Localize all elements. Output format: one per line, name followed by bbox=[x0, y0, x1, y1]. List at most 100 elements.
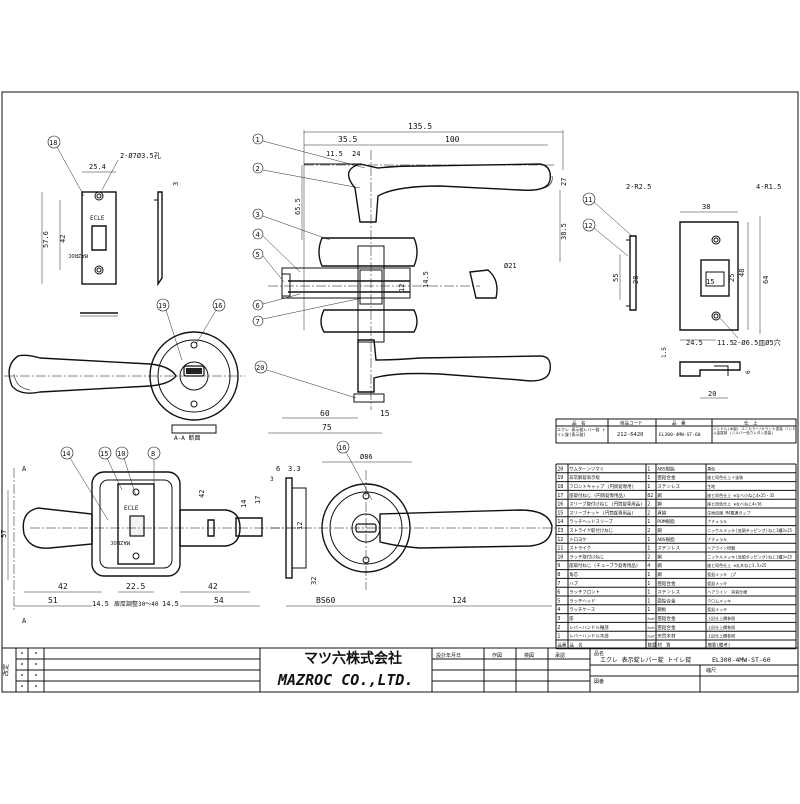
part-no: 6 bbox=[557, 590, 560, 596]
part-qty: 2set bbox=[647, 635, 655, 639]
part-name: 角芯 bbox=[569, 571, 578, 578]
part-no: 20 bbox=[557, 466, 563, 472]
ll-text-bot: MAZROC bbox=[110, 539, 130, 545]
part-mat: 鋼 bbox=[657, 562, 662, 569]
part-name: ラッチフロント bbox=[569, 590, 600, 596]
dim-ll-22-5: 22.5 bbox=[126, 582, 145, 591]
spec-code: 212-6420 bbox=[617, 432, 644, 438]
part-mat: 亜鉛合金 bbox=[657, 597, 676, 604]
part-mat: 鋼板 bbox=[657, 606, 667, 613]
title-block: 改定 マツ六株式会社 MAZROC CO.,LTD. 設計年月日 作図 検図 承… bbox=[1, 647, 798, 693]
part-no: 8 bbox=[557, 572, 560, 578]
part-mat: 鋼 bbox=[657, 527, 662, 534]
balloon-4: 4 bbox=[252, 228, 301, 273]
dim-plate-h25: 25 bbox=[728, 274, 736, 282]
part-fin: ニッケルメッキ(皿頭タッピング)ねじ1種3×25 bbox=[707, 527, 792, 533]
dim-24: 24 bbox=[352, 150, 360, 158]
part-mat: 鋼 bbox=[657, 492, 662, 499]
dim-strike-t: 3 bbox=[172, 182, 180, 186]
part-name: ラッチ取付けねじ bbox=[569, 553, 604, 560]
balloon-11: 11 bbox=[582, 192, 633, 237]
dim-plate-w245: 24.5 bbox=[686, 339, 703, 347]
svg-text:8: 8 bbox=[151, 450, 155, 458]
parts-header-qty: 数量 bbox=[648, 641, 657, 648]
part-qty: 1 bbox=[647, 581, 650, 587]
dim-75: 75 bbox=[322, 423, 332, 432]
part-fin: 黒色 bbox=[707, 465, 715, 471]
dim-overall: 135.5 bbox=[408, 122, 432, 131]
part-no: 7 bbox=[557, 581, 560, 587]
part-name: ラッチヘッド bbox=[569, 598, 595, 604]
aa-view: 19 16 A-A 断面 bbox=[4, 298, 245, 442]
part-fin: 座と同色仕上 ⊕なべ小ねじ4×25・35 bbox=[707, 492, 775, 498]
svg-text:12: 12 bbox=[584, 222, 592, 230]
part-qty: 1 bbox=[647, 519, 650, 525]
balloon-20: 20 bbox=[254, 360, 357, 399]
svg-text:10: 10 bbox=[117, 450, 125, 458]
part-fin: 座と同色仕上 ⊕丸木ねじ3.5×25 bbox=[707, 562, 767, 568]
part-mat: ABS樹脂 bbox=[657, 536, 675, 543]
tb-approve-label: 承認 bbox=[555, 652, 565, 659]
svg-text:7: 7 bbox=[256, 318, 260, 326]
plate-view: 2-R2.5 4-R1.5 11 12 38 15 55 28 48 64 25… bbox=[582, 183, 781, 399]
part-no: 11 bbox=[557, 546, 563, 552]
dim-38-5: 38.5 bbox=[560, 223, 568, 240]
part-no: 5 bbox=[557, 598, 560, 604]
mark-a-bot: A bbox=[22, 617, 27, 625]
part-name: スリーブナット (円筒錠専用品) bbox=[569, 509, 634, 516]
tb-date-label: 設計年月日 bbox=[436, 652, 461, 659]
dim-65-5: 65.5 bbox=[294, 198, 302, 215]
balloon-18: 18 bbox=[47, 135, 85, 197]
sheet-border bbox=[1, 91, 799, 693]
svg-text:19: 19 bbox=[158, 302, 166, 310]
dim-60: 60 bbox=[320, 409, 330, 418]
mark-a-top: A bbox=[22, 465, 27, 473]
part-name: 非常解錠表示板 bbox=[569, 474, 600, 481]
tb-scale-label: 縮尺 bbox=[706, 667, 716, 674]
part-mat: ABS樹脂 bbox=[657, 465, 675, 472]
tb-rev-label: 改定 bbox=[2, 664, 10, 676]
part-fin: 亜鉛メッキ bbox=[707, 606, 727, 612]
part-fin: ニッケルメッキ(皿頭タッピング)ねじ1種3×25 bbox=[707, 553, 792, 559]
balloon-12: 12 bbox=[582, 218, 629, 257]
dim-11-5: 11.5 bbox=[326, 150, 343, 158]
part-mat: 天然木材 bbox=[657, 633, 676, 640]
spec-product-name: エクレ 表示錠レバー錠 トイレ錠(表示錠) bbox=[557, 427, 606, 437]
tb-product-name: エクレ 表示錠レバー錠 トイレ錠 bbox=[600, 656, 691, 664]
dim-14-5: 14.5 bbox=[422, 271, 430, 288]
svg-text:15: 15 bbox=[100, 450, 108, 458]
dim-57-6: 57.6 bbox=[42, 231, 50, 248]
svg-text:1: 1 bbox=[256, 136, 260, 144]
part-mat: 鋼 bbox=[657, 553, 662, 560]
spec-h-no: 品 番 bbox=[672, 420, 686, 427]
dim-lm-6: 6 bbox=[276, 465, 280, 473]
dim-ll-doorthk: 扉厚調整30～40 bbox=[114, 600, 159, 608]
part-fin: ナチュラル bbox=[707, 518, 727, 524]
parts-header-fin: 摘要(備考) bbox=[708, 641, 731, 648]
part-name: 座取付ねじ (チューブラ錠専用品) bbox=[569, 562, 638, 569]
part-qty: 4 bbox=[647, 563, 650, 569]
spec-h-name: 品 名 bbox=[572, 420, 586, 427]
part-name: トロヨケ bbox=[569, 536, 587, 543]
dim-lm-12: 12 bbox=[296, 522, 304, 530]
part-mat: 亜鉛合金 bbox=[657, 624, 676, 631]
part-no: 16 bbox=[557, 502, 563, 508]
part-name: 座 bbox=[569, 615, 574, 622]
part-no: 13 bbox=[557, 528, 563, 534]
dim-plate-w38: 38 bbox=[702, 203, 710, 211]
part-name: ラッチヘッドスリーブ bbox=[569, 518, 613, 525]
parts-header-mat: 材 質 bbox=[658, 641, 672, 648]
tb-code: EL300-4MW-ST-60 bbox=[712, 656, 771, 664]
dim-ll-14-5a: 14.5 bbox=[92, 600, 109, 608]
dim-lm-3-3: 3.3 bbox=[288, 465, 301, 473]
part-name: レバーハンドル木部 bbox=[569, 633, 609, 640]
part-qty: 1 bbox=[647, 484, 650, 490]
svg-text:5: 5 bbox=[256, 251, 260, 259]
dim-27: 27 bbox=[560, 178, 568, 186]
balloon-6: 6 bbox=[252, 293, 301, 311]
dim-12: 12 bbox=[398, 284, 406, 292]
part-no: 17 bbox=[557, 493, 563, 499]
svg-text:20: 20 bbox=[256, 364, 264, 372]
balloon-1: 1 bbox=[252, 133, 366, 169]
part-no: 3 bbox=[557, 616, 560, 622]
